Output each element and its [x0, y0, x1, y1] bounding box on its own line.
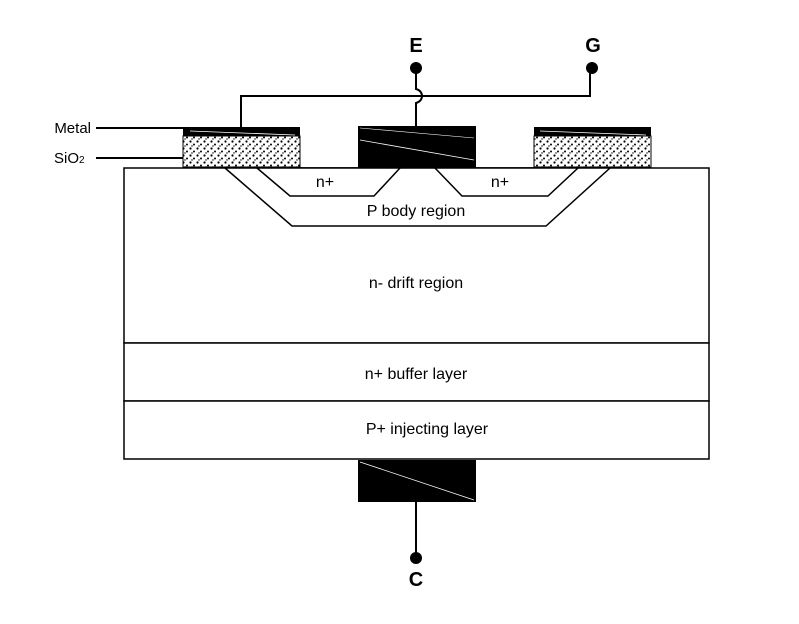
n-plus-right-label: n+ — [491, 174, 509, 191]
emitter-label: E — [409, 35, 422, 57]
sio2-layer-right — [533, 135, 652, 168]
sio2-label-main: SiO — [54, 150, 79, 167]
n-plus-well-right — [433, 167, 580, 197]
sio2-label-subscript: 2 — [79, 155, 85, 166]
gate-label: G — [585, 35, 601, 57]
metal-layer-right — [534, 127, 651, 136]
gate-wire — [415, 69, 423, 126]
center-contact-block — [358, 126, 476, 168]
sio2-label: SiO2 — [54, 150, 85, 167]
n-plus-well-left — [254, 167, 402, 197]
sio2-layer-left — [182, 135, 301, 168]
p-body-label: P body region — [367, 203, 465, 220]
metal-label: Metal — [54, 120, 91, 137]
metal-layer-left — [183, 127, 300, 136]
collector-label: C — [409, 569, 423, 591]
n-plus-left-label: n+ — [316, 174, 334, 191]
n-buffer-layer — [123, 342, 710, 402]
emitter-terminal-dot[interactable] — [410, 62, 422, 74]
collector-terminal-dot[interactable] — [410, 552, 422, 564]
p-injecting-layer — [123, 400, 710, 460]
emitter-wire — [240, 69, 591, 127]
n-buffer-label: n+ buffer layer — [365, 366, 468, 383]
p-injecting-label: P+ injecting layer — [366, 421, 489, 438]
gate-terminal-dot[interactable] — [586, 62, 598, 74]
n-drift-label: n- drift region — [369, 275, 463, 292]
